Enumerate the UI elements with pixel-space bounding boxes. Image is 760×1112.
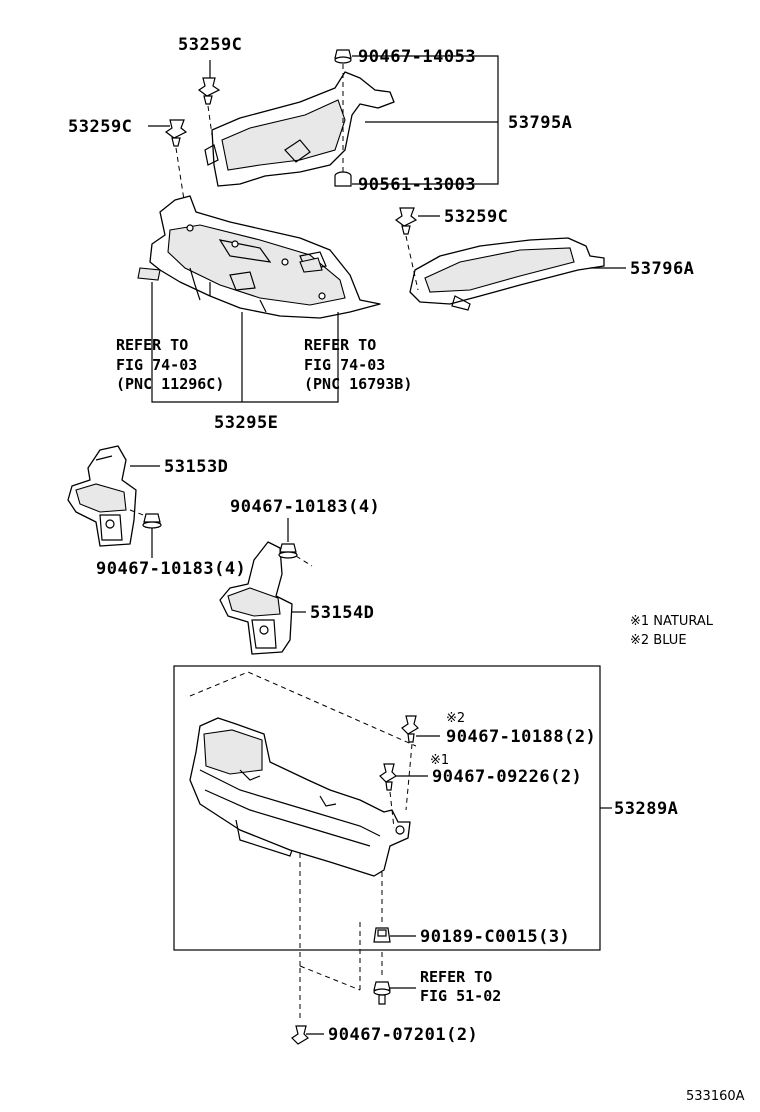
refer-right-line1: REFER TO bbox=[304, 336, 376, 354]
clip-90467-10188 bbox=[401, 715, 419, 743]
nut-90561-13003 bbox=[334, 171, 352, 187]
label-53259c-top: 53259C bbox=[178, 35, 242, 55]
label-90467-10183-b: 90467-10183(4) bbox=[230, 497, 380, 517]
clip-90467-07201 bbox=[291, 1025, 309, 1045]
label-53153d: 53153D bbox=[164, 457, 228, 477]
clip-53259c-left bbox=[164, 119, 188, 147]
refer-left-line1: REFER TO bbox=[116, 336, 188, 354]
label-53289a: 53289A bbox=[614, 799, 678, 819]
figure-code: 533160A bbox=[686, 1089, 745, 1104]
label-90467-09226: 90467-09226(2) bbox=[432, 767, 582, 787]
bolt-90467-10183-a bbox=[142, 513, 162, 529]
refer-left-line3: (PNC 11296C) bbox=[116, 375, 224, 393]
note-blue: ※2 BLUE bbox=[630, 633, 687, 648]
front-lower-cover-53289a bbox=[189, 717, 411, 877]
refer-bottom-line2: FIG 51-02 bbox=[420, 987, 501, 1005]
label-90467-14053: 90467-14053 bbox=[358, 47, 476, 67]
label-53796a: 53796A bbox=[630, 259, 694, 279]
label-90467-07201: 90467-07201(2) bbox=[328, 1025, 478, 1045]
clip-53259c-right bbox=[394, 207, 418, 235]
nut-90189-c0015 bbox=[373, 927, 391, 943]
cover-53796a bbox=[409, 237, 605, 311]
refer-bottom-line1: REFER TO bbox=[420, 968, 492, 986]
cover-53795a bbox=[204, 71, 395, 187]
mark-1: ※1 bbox=[430, 753, 449, 768]
clip-53259c-top bbox=[197, 77, 221, 105]
nut-90467-14053 bbox=[334, 49, 352, 64]
label-90189-c0015: 90189-C0015(3) bbox=[420, 927, 570, 947]
label-53795a: 53795A bbox=[508, 113, 572, 133]
bolt-refer-fig-51-02 bbox=[373, 981, 391, 1005]
bolt-90467-10183-b bbox=[278, 543, 298, 559]
mark-2: ※2 bbox=[446, 711, 465, 726]
label-53295e: 53295E bbox=[214, 413, 278, 433]
label-53259c-left: 53259C bbox=[68, 117, 132, 137]
refer-left-line2: FIG 74-03 bbox=[116, 356, 197, 374]
clip-90467-09226 bbox=[379, 763, 397, 791]
label-90467-10188: 90467-10188(2) bbox=[446, 727, 596, 747]
refer-right-line2: FIG 74-03 bbox=[304, 356, 385, 374]
label-53259c-right: 53259C bbox=[444, 207, 508, 227]
label-90561-13003: 90561-13003 bbox=[358, 175, 476, 195]
bracket-53153d bbox=[67, 445, 137, 547]
refer-right-line3: (PNC 16793B) bbox=[304, 375, 412, 393]
label-90467-10183-a: 90467-10183(4) bbox=[96, 559, 246, 579]
label-53154d: 53154D bbox=[310, 603, 374, 623]
bracket-53154d bbox=[219, 541, 293, 655]
note-natural: ※1 NATURAL bbox=[630, 614, 714, 629]
undercover-53295e bbox=[137, 195, 381, 319]
